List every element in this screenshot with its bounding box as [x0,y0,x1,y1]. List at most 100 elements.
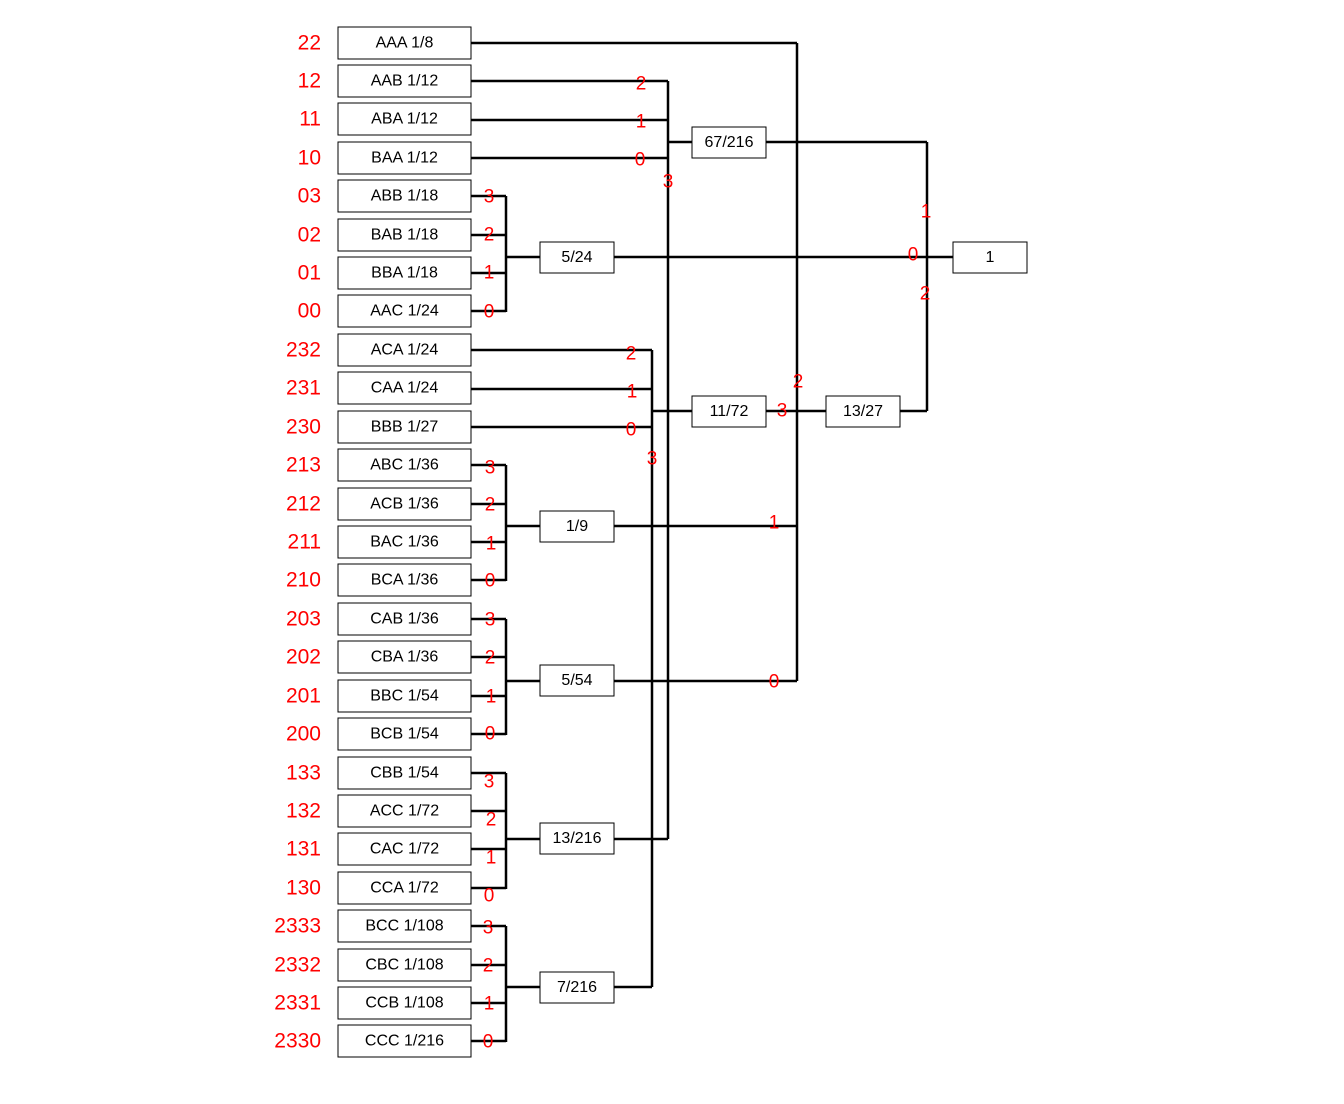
node-box-n13_216 [539,822,615,855]
node-box-n67 [691,126,767,159]
leaf-code: 232 [286,339,321,362]
leaf-label: ABA 1/12 [371,111,438,128]
leaf-code: 131 [286,838,321,861]
leaf-code: 231 [286,377,321,400]
leaf-box [337,141,472,175]
leaf-label: BCC 1/108 [365,918,443,935]
leaf-box [337,948,472,982]
leaf-box [337,794,472,828]
edge-digit-label: 2 [793,372,804,393]
leaf-code: 2330 [274,1030,321,1053]
leaf-code: 212 [286,493,321,516]
leaf-code: 11 [299,108,321,131]
leaf-label: BCB 1/54 [370,726,439,743]
node-label-n5_24: 5/24 [561,249,592,266]
leaf-label: CCC 1/216 [365,1033,444,1050]
leaf-box [337,410,472,444]
leaf-label: AAB 1/12 [371,73,439,90]
leaf-label: BBB 1/27 [371,419,439,436]
leaf-label: CAA 1/24 [371,380,439,397]
leaf-code: 130 [286,877,321,900]
leaf-label: CCB 1/108 [365,995,443,1012]
edge-digit-label: 3 [663,172,674,193]
edge-digit-label: 1 [486,534,497,555]
leaf-code: 02 [298,224,321,247]
leaf-code: 12 [298,70,321,93]
edge-digit-label: 0 [635,150,646,171]
leaf-box [337,1024,472,1058]
edge-digit-label: 2 [626,344,637,365]
leaf-label: ABB 1/18 [371,188,439,205]
leaf-label: ABC 1/36 [370,457,439,474]
leaf-box [337,294,472,328]
node-box-n11_72 [691,395,767,428]
edge-digit-label: 3 [484,772,495,793]
node-box-n5_54 [539,664,615,697]
edge-digit-label: 2 [483,956,494,977]
leaf-box [337,909,472,943]
leaf-label: CBB 1/54 [370,765,439,782]
leaf-box [337,640,472,674]
edge-digit-label: 1 [769,513,780,534]
leaf-label: CAB 1/36 [370,611,439,628]
edge-digit-label: 3 [484,187,495,208]
leaf-label: BAA 1/12 [371,150,438,167]
edge-digit-label: 3 [483,918,494,939]
leaf-box [337,717,472,751]
edge-digit-label: 0 [485,571,496,592]
edge-digit-label: 1 [486,848,497,869]
leaf-code: 03 [298,185,321,208]
edge-digit-label: 1 [627,382,638,403]
leaf-code: 230 [286,416,321,439]
node-label-n5_54: 5/54 [561,672,592,689]
node-box-n7_216 [539,971,615,1004]
node-box-n5_24 [539,241,615,274]
leaf-code: 10 [298,147,321,170]
node-label-n13_216: 13/216 [553,830,602,847]
leaf-box [337,986,472,1020]
leaf-code: 201 [286,685,321,708]
leaf-label: CAC 1/72 [370,841,439,858]
edge-digit-label: 2 [486,810,497,831]
leaf-label: ACA 1/24 [371,342,439,359]
edge-digit-label: 0 [769,672,780,693]
edge-digit-label: 1 [921,202,932,223]
leaf-box [337,256,472,290]
leaf-box [337,218,472,252]
leaf-label: AAA 1/8 [376,35,434,52]
leaf-box [337,756,472,790]
leaf-box [337,679,472,713]
edge-digit-label: 0 [626,420,637,441]
leaf-label: BBC 1/54 [370,688,439,705]
leaf-box [337,602,472,636]
leaf-box [337,64,472,98]
leaf-code: 210 [286,569,321,592]
leaf-label: BCA 1/36 [371,572,439,589]
leaf-label: BAB 1/18 [371,227,439,244]
leaf-label: ACB 1/36 [370,496,439,513]
edge-digit-label: 1 [636,112,647,133]
edge-digit-label: 3 [647,449,658,470]
edge-digit-label: 2 [636,74,647,95]
leaf-code: 00 [298,300,321,323]
edge-digit-label: 0 [908,245,919,266]
leaf-label: ACC 1/72 [370,803,439,820]
leaf-code: 01 [298,262,321,285]
leaf-label: CBA 1/36 [371,649,439,666]
node-label-root: 1 [986,249,995,266]
edge-digit-label: 3 [485,458,496,479]
node-label-n13_27: 13/27 [843,403,883,420]
edge-digit-label: 0 [485,724,496,745]
edge-digit-label: 0 [484,886,495,907]
leaf-code: 213 [286,454,321,477]
leaf-box [337,448,472,482]
leaf-code: 2331 [274,992,321,1015]
leaf-code: 211 [288,531,321,554]
leaf-box [337,487,472,521]
leaf-box [337,563,472,597]
leaf-label: AAC 1/24 [370,303,439,320]
leaf-label: CCA 1/72 [370,880,439,897]
leaf-box [337,832,472,866]
node-label-n11_72: 11/72 [710,403,749,420]
